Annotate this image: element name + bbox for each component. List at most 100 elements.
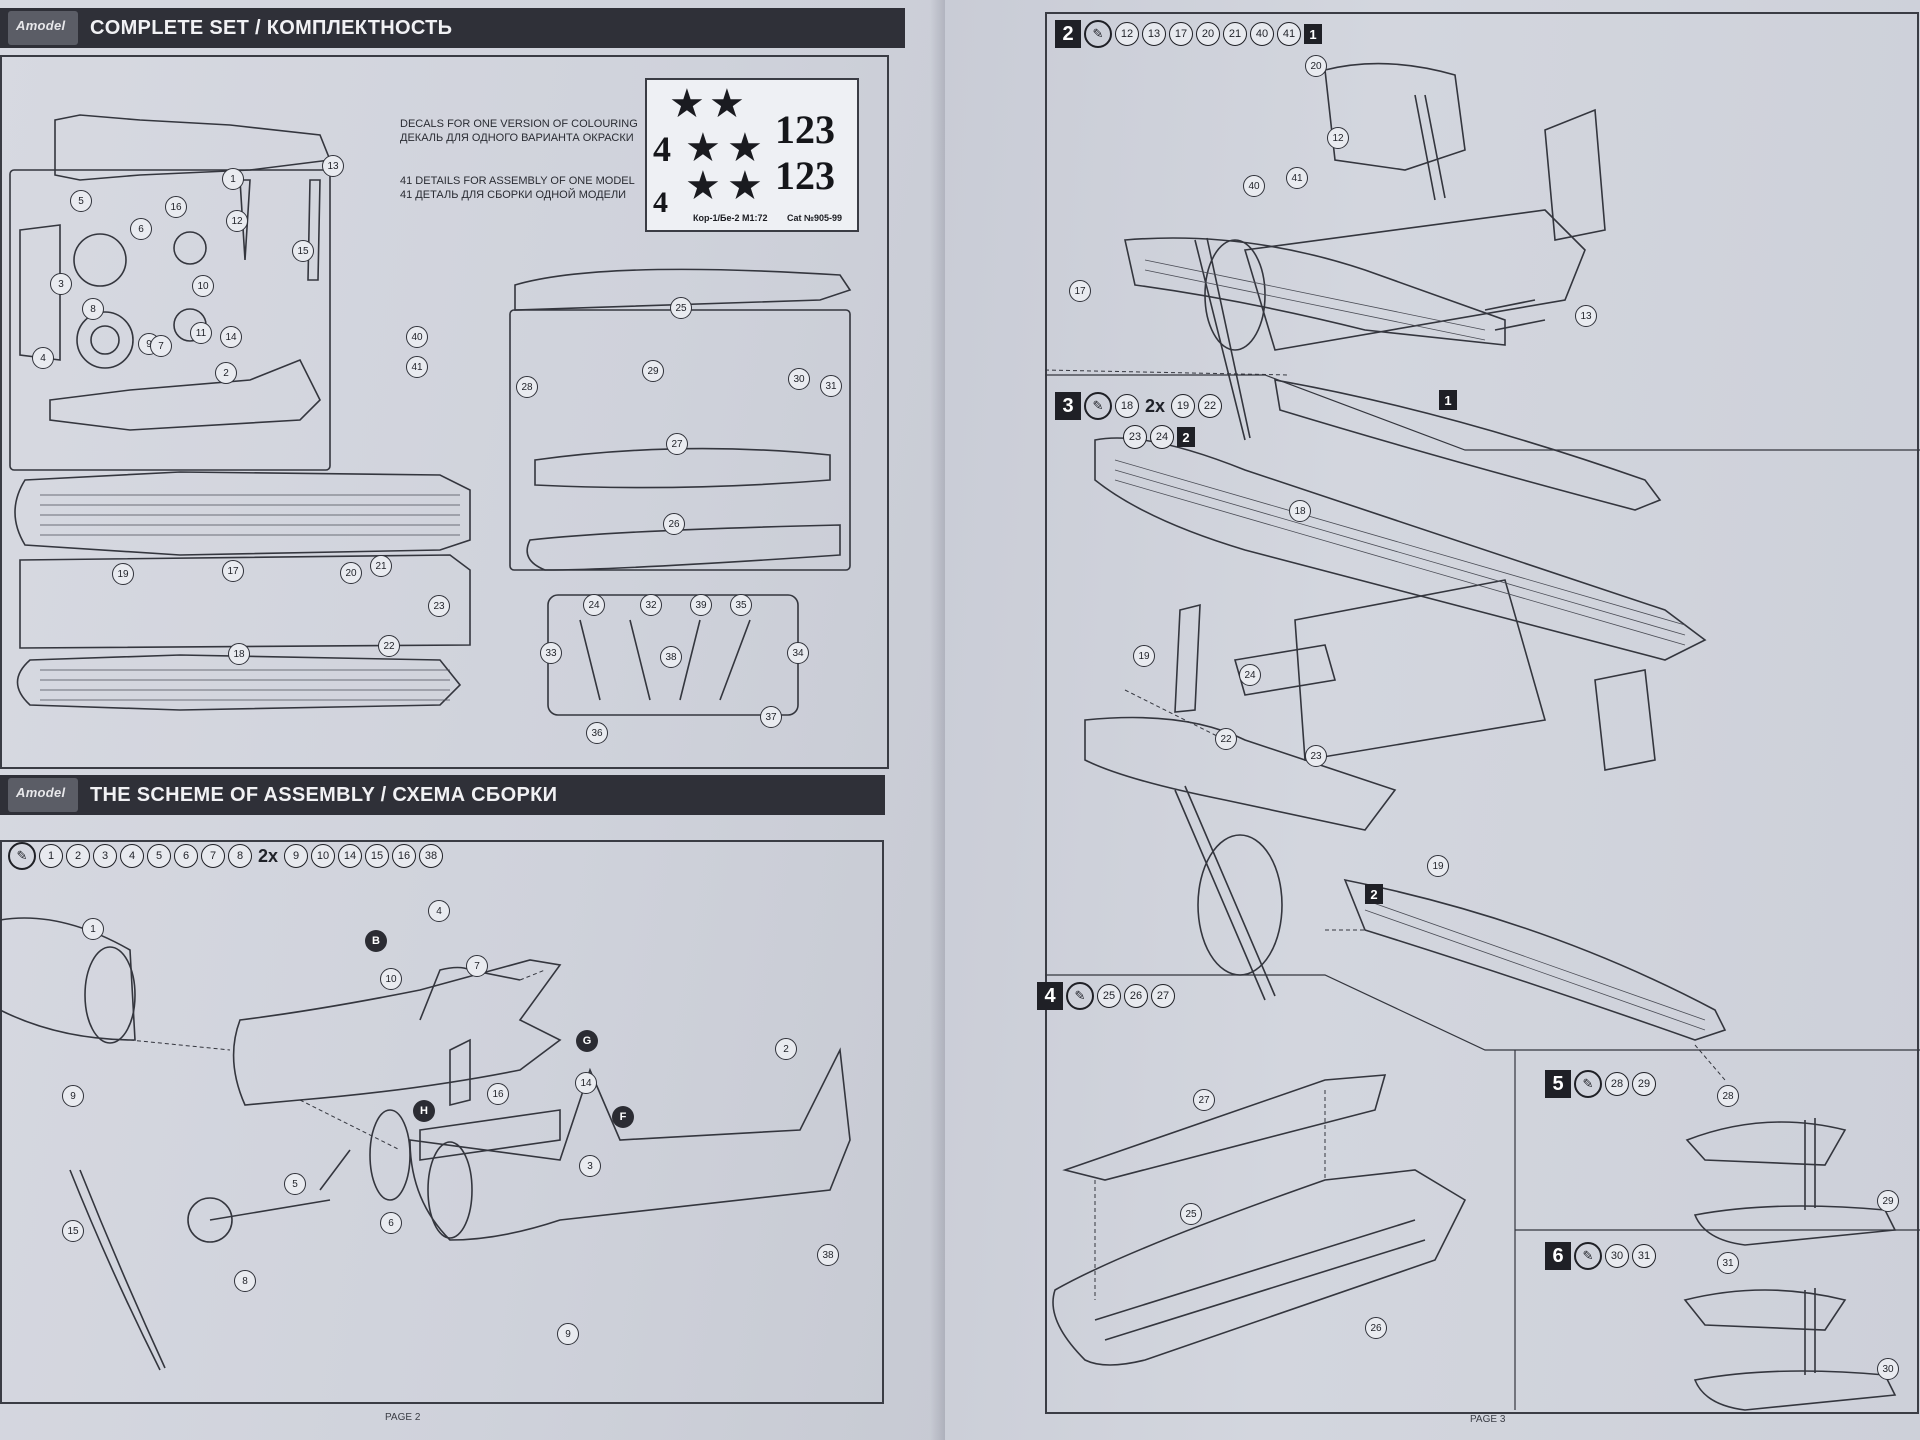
amodel-logo: Amodel [8,11,78,45]
glue-icon: ✎ [8,842,36,870]
part-badge: 22 [1198,394,1223,418]
step-6-header: 6 ✎ 30 31 [1545,1242,1656,1270]
decal-note-en: DECALS FOR ONE VERSION OF COLOURING [400,118,638,130]
part-callout: 24 [583,594,605,616]
part-callout: 12 [1327,127,1349,149]
part-badge: 13 [1142,22,1166,46]
part-callout: 23 [1305,745,1327,767]
part-badge: 12 [1115,22,1139,46]
decal-digit: 4 [653,186,668,219]
step-number: 2 [1055,20,1081,48]
part-callout: 19 [112,563,134,585]
part-badge: 23 [1123,425,1147,449]
part-callout: 3 [579,1155,601,1177]
part-callout: 12 [226,210,248,232]
wing-assembly-drawings [1044,62,1920,1411]
part-badge: 29 [1632,1072,1656,1096]
part-callout: 5 [284,1173,306,1195]
star-decal: ★ [709,82,745,126]
decal-sheet: ★ ★ ★ ★ ★ ★ 123 123 4 4 Кор-1/Бе-2 M1:72… [645,78,859,232]
amodel-logo: Amodel [8,778,78,812]
decal-caption-model: Кор-1/Бе-2 M1:72 [693,213,768,223]
part-callout: 20 [340,562,362,584]
step-number: 4 [1037,982,1063,1010]
part-badge: 7 [201,844,225,868]
part-callout: 41 [406,356,428,378]
part-callout: 18 [1289,500,1311,522]
part-badge: 5 [147,844,171,868]
part-badge: 16 [392,844,417,868]
part-badge: 21 [1223,22,1247,46]
part-badge: 38 [419,844,444,868]
part-callout: 30 [1877,1358,1899,1380]
subassembly-marker: 1 [1439,390,1457,410]
part-callout: 25 [1180,1203,1202,1225]
part-badge: 6 [174,844,198,868]
decal-number: 123 [775,153,835,198]
assembly-title: THE SCHEME OF ASSEMBLY / СХЕМА СБОРКИ [90,783,558,806]
part-callout: 26 [1365,1317,1387,1339]
step-2-header: 2 ✎ 12 13 17 20 21 40 41 1 [1055,20,1322,48]
part-badge: 28 [1605,1072,1629,1096]
part-badge: 20 [1196,22,1220,46]
part-callout: 15 [62,1220,84,1242]
decal-caption-catalog: Cat №905-99 [787,213,843,223]
part-callout: 27 [666,433,688,455]
complete-set-header: Amodel COMPLETE SET / КОМПЛЕКТНОСТЬ [0,8,905,48]
fuselage-assembly-drawing [0,917,851,1371]
part-callout: 10 [192,275,214,297]
part-callout: 14 [575,1072,597,1094]
part-badge: 41 [1277,22,1301,46]
part-callout: 11 [190,322,212,344]
decal-number: 123 [775,107,835,152]
part-callout: 33 [540,642,562,664]
subassembly-tag: 1 [1304,24,1322,44]
part-callout: 40 [1243,175,1265,197]
star-decal: ★ [669,82,705,126]
part-callout: 39 [690,594,712,616]
part-callout: 20 [1305,55,1327,77]
part-callout: 4 [32,347,54,369]
part-badge: 2 [66,844,90,868]
part-callout: 5 [70,190,92,212]
part-callout: 28 [516,376,538,398]
part-callout: 1 [222,168,244,190]
decal-note-ru: ДЕКАЛЬ ДЛЯ ОДНОГО ВАРИАНТА ОКРАСКИ [400,132,634,144]
paint-code-badge: H [413,1100,435,1122]
subassembly-tag: 2 [1177,427,1195,447]
part-callout: 7 [466,955,488,977]
part-callout: 6 [380,1212,402,1234]
paint-code-badge: F [612,1106,634,1128]
part-callout: 30 [788,368,810,390]
star-decal: ★ [685,126,721,170]
part-callout: 13 [1575,305,1597,327]
part-callout: 14 [220,326,242,348]
part-callout: 4 [428,900,450,922]
part-callout: 34 [787,642,809,664]
part-callout: 16 [165,196,187,218]
sprue-drawings [9,114,852,716]
part-badge: 18 [1115,394,1139,418]
assembly-frame [0,840,884,1404]
assembly-header: Amodel THE SCHEME OF ASSEMBLY / СХЕМА СБ… [0,775,885,815]
part-callout: 17 [222,560,244,582]
step-5-header: 5 ✎ 28 29 [1545,1070,1656,1098]
right-frame [1045,12,1919,1414]
part-callout: 31 [1717,1252,1739,1274]
part-callout: 19 [1133,645,1155,667]
right-page: 2 ✎ 12 13 17 20 21 40 41 1 [945,0,1920,1440]
star-decal: ★ [685,164,721,208]
subassembly-marker: 2 [1365,884,1383,904]
paint-code-badge: G [576,1030,598,1052]
part-callout: 1 [82,918,104,940]
part-callout: 2 [775,1038,797,1060]
part-callout: 28 [1717,1085,1739,1107]
part-callout: 35 [730,594,752,616]
part-badge: 40 [1250,22,1274,46]
part-callout: 15 [292,240,314,262]
part-badge: 4 [120,844,144,868]
glue-icon: ✎ [1084,20,1112,48]
step-3-header-row2: 23 24 2 [1123,425,1195,449]
part-callout: 21 [370,555,392,577]
step-4-header: 4 ✎ 25 26 27 [1037,982,1175,1010]
